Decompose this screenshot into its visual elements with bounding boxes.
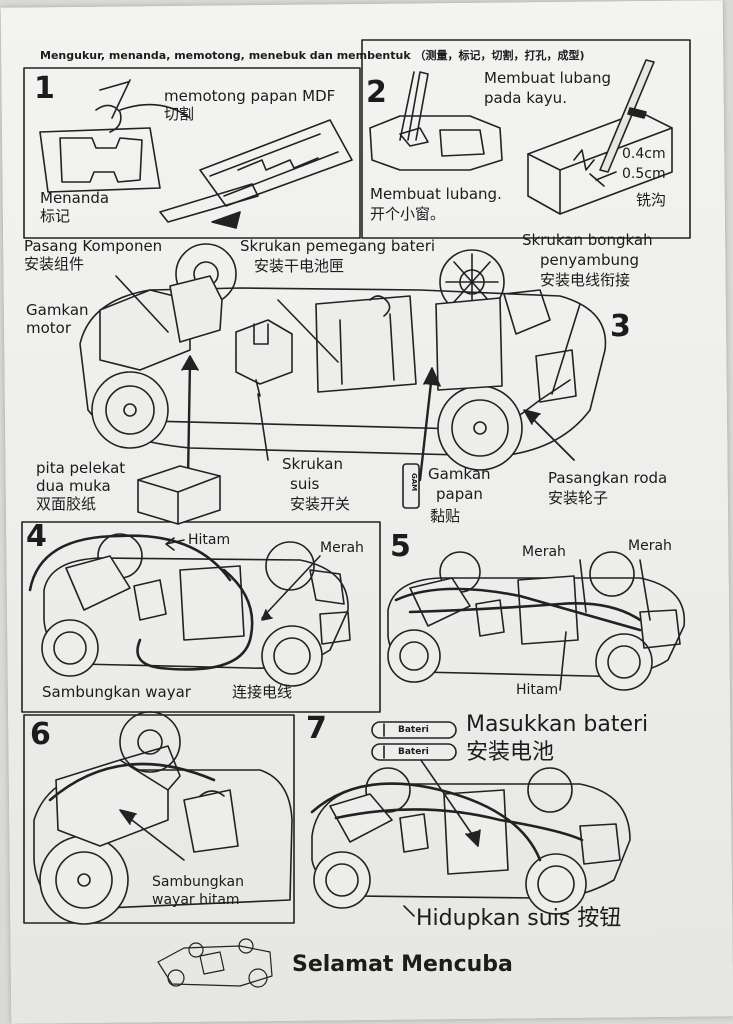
step3-tape-line1: pita pelekat — [36, 459, 126, 477]
step-number-4: 4 — [26, 519, 47, 554]
header-title: Mengukur, menanda, memotong, menebuk dan… — [40, 49, 585, 62]
step2-dimension-1: 0.4cm — [622, 146, 666, 162]
step7-switch-on-label: Hidupkan suis 按钮 — [416, 906, 622, 931]
step5-car — [387, 551, 686, 691]
step3-components-label-zh: 安装组件 — [24, 255, 85, 273]
step3-switch-line2: suis — [290, 475, 320, 493]
step2-groove-label: 铣沟 — [636, 191, 667, 209]
closing-message: Selamat Mencuba — [292, 952, 513, 977]
step3-tape-label-zh: 双面胶纸 — [36, 495, 97, 513]
step1-mark-label-zh: 标记 — [40, 207, 71, 225]
step4-car — [28, 533, 351, 687]
glue-tube-label: GAM — [410, 472, 419, 492]
step3-block-line2: penyambung — [540, 251, 639, 269]
step3-glue-line2: papan — [436, 485, 483, 503]
step7-car — [310, 721, 631, 917]
step6-connect-line2: wayar hitam — [152, 892, 240, 908]
step3-glue-line1: Gamkan — [428, 465, 491, 483]
step-number-6: 6 — [30, 717, 51, 752]
step3-motor-line1: Gamkan — [26, 301, 89, 319]
step5-black-wire-label: Hitam — [516, 682, 559, 698]
step3-wheel-label: Pasangkan roda — [548, 469, 668, 487]
step2-hole-wood-line1: Membuat lubang — [484, 69, 612, 87]
panel-frames — [21, 39, 691, 924]
step1-cut-label: memotong papan MDF — [164, 87, 336, 105]
step2-hole-wood-line2: pada kayu. — [484, 89, 567, 107]
step-number-2: 2 — [366, 75, 387, 110]
step4-connect-label-zh: 连接电线 — [232, 683, 293, 701]
step2-window-label: Membuat lubang. — [370, 185, 502, 203]
step3-switch-label-zh: 安装开关 — [290, 495, 351, 513]
step3-battery-label: Skrukan pemegang bateri — [240, 237, 436, 255]
battery-pill-1-label: Bateri — [398, 725, 429, 735]
battery-pill-2-label: Bateri — [398, 747, 429, 757]
step1-mark-label: Menanda — [40, 189, 110, 207]
step4-red-wire-label: Merah — [320, 540, 364, 556]
step-number-1: 1 — [34, 71, 55, 106]
mini-car-icon — [157, 938, 273, 988]
step3-car — [79, 243, 607, 525]
step3-switch-line1: Skrukan — [282, 455, 344, 473]
step5-red-wire-label-b: Merah — [628, 538, 672, 554]
step6-drawing — [33, 711, 293, 925]
step3-block-line1: Skrukan bongkah — [522, 231, 653, 249]
step3-glue-label-zh: 黏贴 — [430, 507, 461, 525]
step1-drawing — [39, 79, 353, 229]
step7-insert-battery-label-zh: 安装电池 — [466, 740, 555, 765]
step-number-5: 5 — [390, 529, 411, 564]
step-number-3: 3 — [610, 309, 631, 344]
step4-connect-label: Sambungkan wayar — [42, 683, 191, 701]
step5-red-wire-label-a: Merah — [522, 544, 566, 560]
step2-window-label-zh: 开个小窗。 — [370, 205, 446, 223]
step-number-7: 7 — [306, 711, 327, 746]
step1-cut-label-zh: 切割 — [164, 105, 195, 123]
step3-battery-label-zh: 安装干电池匣 — [254, 257, 345, 275]
step6-connect-line1: Sambungkan — [152, 874, 244, 890]
step3-wheel-label-zh: 安装轮子 — [548, 489, 609, 507]
step7-insert-battery-label: Masukkan bateri — [466, 712, 649, 737]
step3-components-label: Pasang Komponen — [24, 237, 163, 255]
step3-motor-line2: motor — [26, 319, 72, 337]
step2-dimension-2: 0.5cm — [622, 166, 666, 182]
step3-tape-line2: dua muka — [36, 477, 111, 495]
step4-black-wire-label: Hitam — [188, 532, 231, 548]
step2-drawing — [369, 59, 673, 215]
step3-block-label-zh: 安装电线衔接 — [540, 271, 631, 289]
